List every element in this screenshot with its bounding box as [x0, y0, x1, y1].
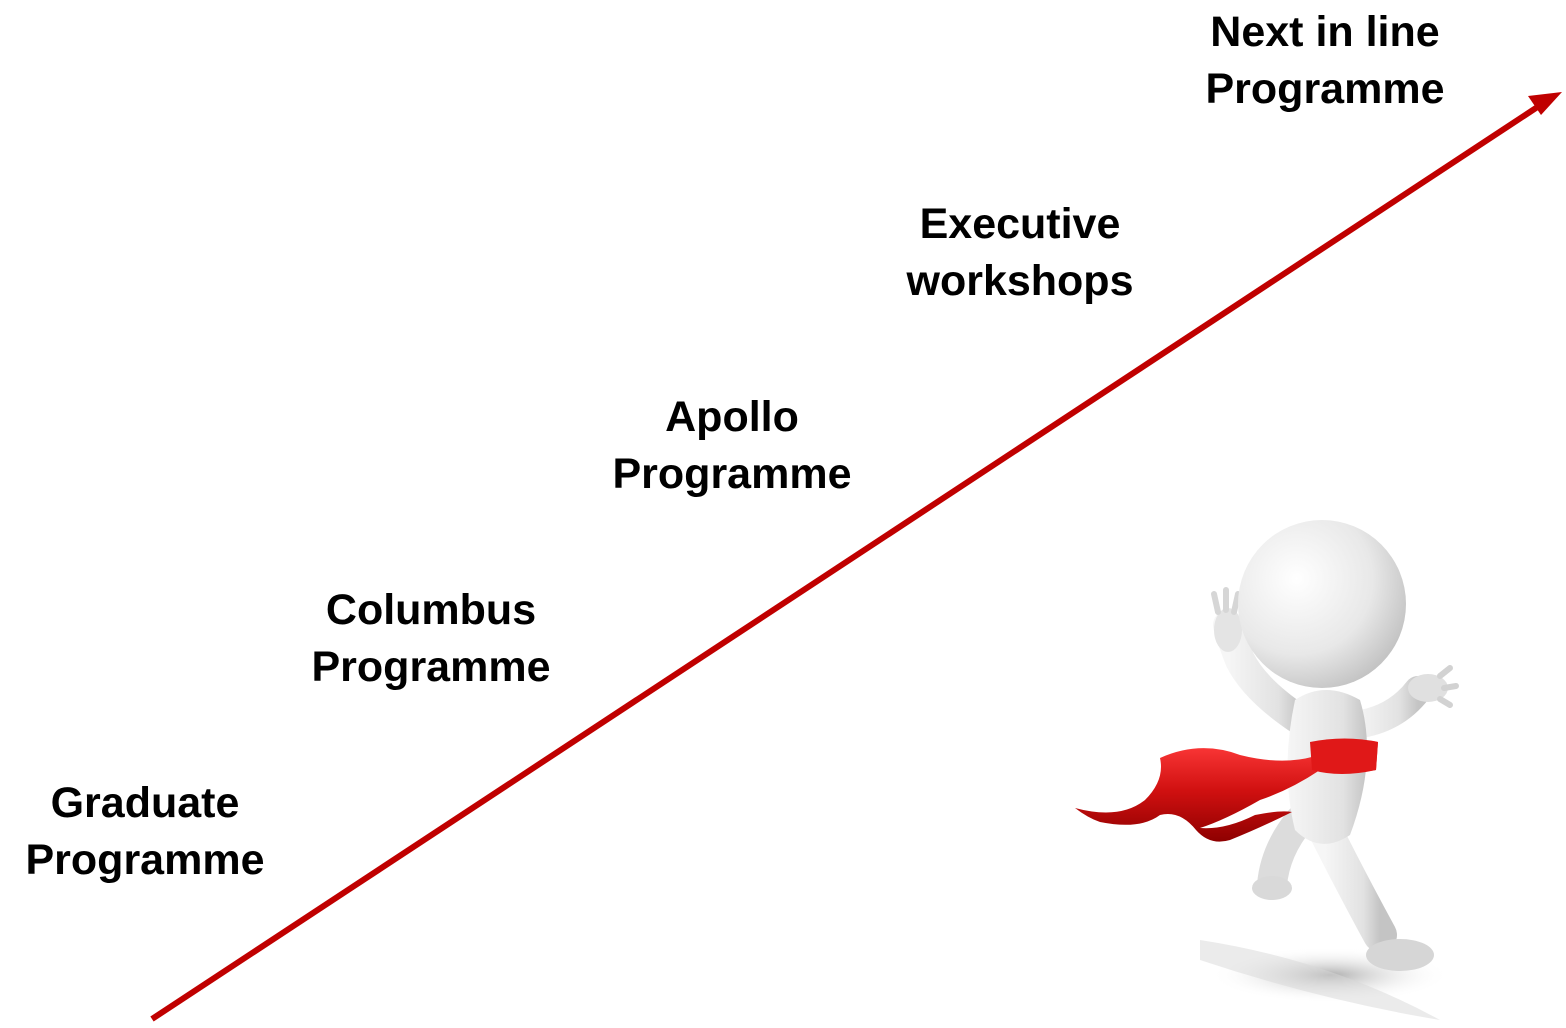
- stage-columbus-line1: Columbus: [325, 586, 537, 634]
- stage-label-graduate: Graduate Programme: [0, 775, 305, 889]
- stage-next-line2: Programme: [1205, 65, 1445, 113]
- arrow-head-icon: [1528, 92, 1562, 115]
- arrow-shaft: [150, 101, 1544, 1022]
- stage-label-apollo: Apollo Programme: [572, 389, 892, 503]
- progression-arrow: [150, 92, 1562, 1022]
- stage-graduate-line1: Graduate: [50, 779, 240, 827]
- finish-tape-icon: [1075, 740, 1378, 842]
- stage-label-executive: Executive workshops: [860, 196, 1180, 310]
- stage-apollo-line1: Apollo: [665, 393, 799, 441]
- stage-graduate-line2: Programme: [25, 836, 265, 884]
- stage-label-columbus: Columbus Programme: [271, 582, 591, 696]
- finish-line-runner-icon: [1075, 520, 1459, 1020]
- stage-columbus-line2: Programme: [311, 643, 551, 691]
- stage-executive-line2: workshops: [906, 257, 1134, 305]
- stage-executive-line1: Executive: [919, 200, 1121, 248]
- stage-next-line1: Next in line: [1210, 8, 1440, 56]
- stage-label-next-in-line: Next in line Programme: [1165, 4, 1485, 118]
- stage-apollo-line2: Programme: [612, 450, 852, 498]
